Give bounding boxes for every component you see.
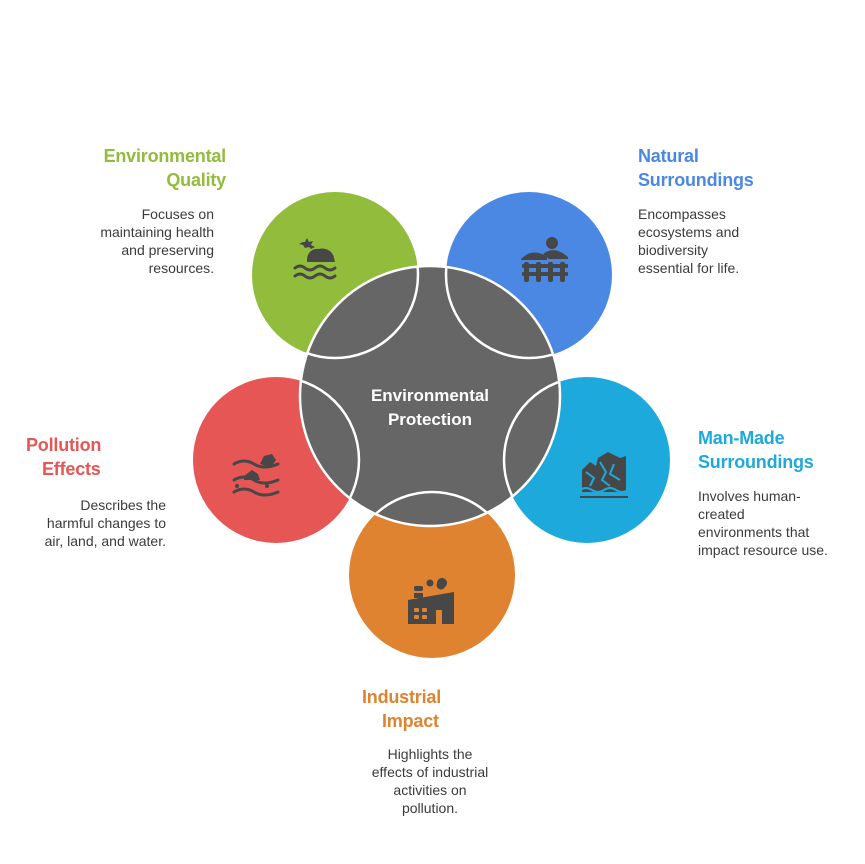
desc-line: environments that [698,524,810,540]
desc-line: created [698,506,745,522]
desc-line: Involves human- [698,488,801,504]
desc-line: pollution. [401,800,459,816]
desc-line: activities on [393,782,467,798]
pollution-effects-title-line2: Effects [42,459,101,479]
desc-line: air, land, and water. [44,533,166,549]
overlap-arc-industrial-impact [347,490,517,526]
desc-line: effects of industrial [371,764,489,780]
environmental-protection-circle[interactable] [298,264,562,528]
desc-line: resources. [148,260,214,276]
overlap-arc-environmental-quality [300,266,420,360]
center-title: Environmental Protection [330,384,530,432]
industrial-impact-title-line2: Impact [382,711,439,731]
overlap-arc-pollution-effects [300,375,361,526]
pollution-effects-title: Pollution Effects [26,433,146,481]
industrial-impact-title-line1: Industrial [362,687,442,707]
pollution-effects-title-line1: Pollution [26,435,102,455]
man-made-surroundings-description: Involves human- created environments tha… [698,487,863,559]
natural-surroundings-title-line2: Surroundings [638,170,754,190]
factory-icon [408,578,454,624]
center-title-line1: Environmental [370,386,490,405]
man-made-surroundings-title-line1: Man-Made [698,428,785,448]
desc-line: Encompasses [638,206,726,222]
desc-line: Highlights the [387,746,473,762]
desc-line: essential for life. [638,260,740,276]
desc-line: impact resource use. [698,542,828,558]
overlap-arc-man-made-surroundings [502,375,560,526]
desc-line: harmful changes to [46,515,166,531]
industrial-impact-title: Industrial Impact [362,685,482,733]
landscape-fence-icon [521,237,568,282]
damaged-buildings-icon [579,452,629,498]
polluted-water-icon [232,454,280,497]
man-made-surroundings-title: Man-Made Surroundings [698,426,863,474]
desc-line: biodiversity [638,242,709,258]
man-made-surroundings-title-line2: Surroundings [698,452,814,472]
industrial-impact-description: Highlights the effects of industrial act… [345,745,515,817]
desc-line: Describes the [80,497,166,513]
desc-line: Focuses on [141,206,214,222]
natural-surroundings-description: Encompasses ecosystems and biodiversity … [638,205,838,277]
desc-line: ecosystems and [638,224,740,240]
environmental-quality-title-line2: Quality [166,170,226,190]
industrial-impact-circle[interactable] [349,492,515,658]
center-title-line2: Protection [387,410,473,429]
sun-cloud-water-icon [293,238,337,280]
desc-line: and preserving [121,242,214,258]
natural-surroundings-title: Natural Surroundings [638,144,838,192]
natural-surroundings-title-line1: Natural [638,146,699,166]
environmental-quality-description: Focuses on maintaining health and preser… [60,205,214,277]
pollution-effects-description: Describes the harmful changes to air, la… [20,496,166,550]
environmental-quality-title-line1: Environmental [103,146,227,166]
overlap-arcs [300,266,560,526]
desc-line: maintaining health [100,224,214,240]
overlap-arc-natural-surroundings [444,266,560,360]
environmental-quality-title: Environmental Quality [60,144,227,192]
